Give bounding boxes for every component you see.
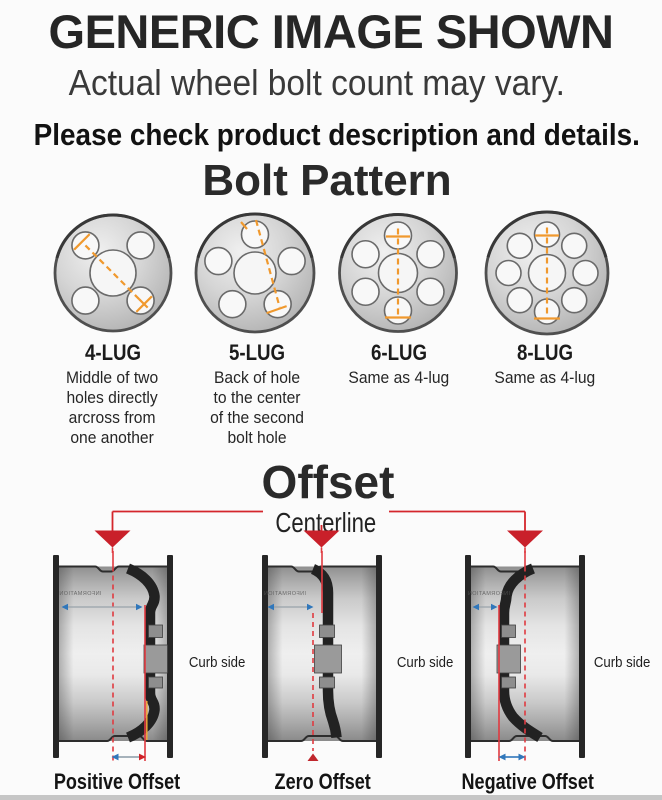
hub-pad	[147, 624, 163, 638]
bolt-pattern-title: Bolt Pattern	[202, 156, 452, 205]
lug-label-4: 4-LUG	[84, 340, 141, 365]
lug-hole	[560, 232, 588, 260]
lug-hole	[277, 246, 306, 276]
lug-hole	[495, 259, 522, 287]
svg-text:INFORMATION: INFORMATION	[468, 591, 511, 597]
curb-side-label-1: Curb side	[188, 654, 246, 671]
lug-column-8: 8-LUG Same as 4-lug	[455, 342, 635, 388]
lug-column-4: 4-LUG Middle of two holes directly arcro…	[23, 342, 203, 448]
lug-label-6: 6-LUG	[370, 340, 428, 365]
lug-desc-8: Same as 4-lug	[494, 368, 596, 387]
lug-hole	[350, 239, 380, 269]
rim-flange-right	[166, 555, 173, 758]
offset-title: Offset	[261, 456, 395, 508]
bottom-edge-strip	[0, 795, 662, 800]
lug-diagram-5	[194, 212, 316, 334]
hub-pad	[143, 644, 168, 674]
svg-text:INFORMATION: INFORMATION	[263, 591, 306, 597]
wheel-negative-offset: INFORMATION	[465, 551, 585, 763]
zero-offset-label: Zero Offset	[274, 769, 371, 794]
lug-hole	[415, 239, 445, 269]
centerline-marker-left	[94, 530, 131, 548]
lug-hole	[125, 231, 155, 260]
lug-hole	[415, 277, 445, 307]
lug-hole	[572, 259, 599, 287]
positive-offset-label: Positive Offset	[54, 769, 181, 794]
watermark: INFORMATION	[59, 591, 102, 597]
lug-hole	[204, 246, 233, 276]
arrowhead-left	[61, 603, 68, 611]
curb-side-label-3: Curb side	[593, 654, 651, 671]
wheel-disc-profile	[310, 564, 342, 739]
centerline-marker-middle	[303, 530, 340, 548]
hub-pad	[147, 676, 163, 689]
lug-hole	[506, 232, 534, 260]
lug-label-5: 5-LUG	[228, 340, 286, 365]
page-title: GENERIC IMAGE SHOWN	[48, 5, 614, 58]
lug-column-5: 5-LUG Back of hole to the center of the …	[167, 342, 347, 448]
wheel-zero-offset: INFORMATION	[261, 551, 382, 761]
negative-offset-label: Negative Offset	[461, 769, 594, 794]
lug-desc-6: Same as 4-lug	[348, 368, 450, 387]
lug-diagram-6	[337, 213, 458, 333]
lug-column-6: 6-LUG Same as 4-lug	[309, 342, 489, 388]
lug-desc-4: Middle of two holes directly arcross fro…	[66, 368, 159, 447]
wheel-positive-offset: INFORMATION	[52, 551, 173, 763]
offset-arrowhead-left	[111, 753, 118, 761]
offset-arrowhead-right	[138, 753, 146, 761]
svg-text:INFORMATION: INFORMATION	[59, 591, 102, 597]
rim-flange-left	[52, 555, 59, 758]
center-bore	[233, 251, 277, 295]
lug-hole	[506, 286, 534, 314]
lug-hole	[70, 286, 100, 315]
centerline-connector	[94, 510, 543, 553]
curb-side-label-2: Curb side	[396, 654, 454, 671]
measure-line	[254, 219, 281, 308]
page-subtitle: Actual wheel bolt count may vary.	[68, 62, 566, 103]
lug-desc-5: Back of hole to the center of the second…	[210, 368, 304, 447]
lug-hole	[240, 220, 270, 249]
centerline-marker-right	[507, 530, 543, 548]
zero-offset-marker	[307, 753, 318, 761]
lug-diagram-4	[53, 213, 172, 333]
arrowhead-right	[135, 603, 142, 611]
lug-label-8: 8-LUG	[516, 340, 574, 365]
page-note: Please check product description and det…	[33, 117, 640, 152]
rim-top-edge	[58, 565, 167, 573]
lug-hole	[218, 289, 247, 319]
lug-hole	[350, 277, 380, 307]
lug-hole	[560, 286, 588, 314]
lug-diagram-8	[484, 210, 610, 336]
measure-line	[84, 244, 141, 302]
